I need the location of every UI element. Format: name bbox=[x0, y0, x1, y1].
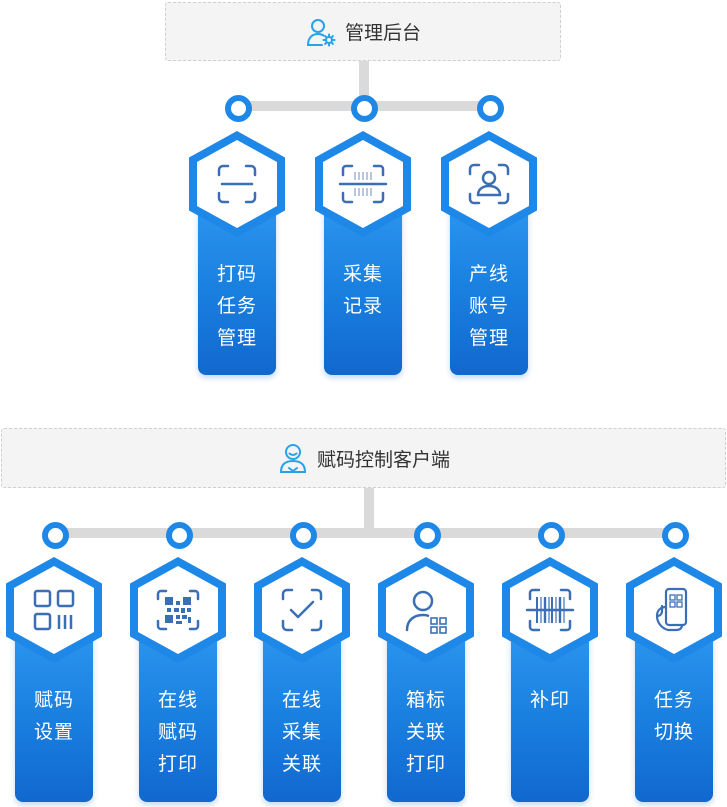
client-node-5 bbox=[538, 522, 565, 549]
card-label-line-1: 产线 bbox=[468, 263, 509, 285]
client-node-3 bbox=[290, 522, 317, 549]
card-label-line-2: 任务 bbox=[216, 295, 257, 317]
admin-node-3 bbox=[477, 95, 504, 122]
check-frame-icon bbox=[254, 557, 350, 663]
admin-node-2 bbox=[351, 95, 378, 122]
card-label-line-3: 管理 bbox=[468, 327, 509, 349]
card-label-line-2: 切换 bbox=[653, 721, 694, 743]
admin-node-1 bbox=[225, 95, 252, 122]
card-label-line-2: 关联 bbox=[405, 721, 446, 743]
client-header: 赋码控制客户端 bbox=[1, 428, 726, 488]
card-label-line-3: 管理 bbox=[216, 327, 257, 349]
card-label-line-2: 设置 bbox=[33, 721, 74, 743]
client-trunk bbox=[364, 488, 374, 534]
client-node-1 bbox=[42, 522, 69, 549]
admin-trunk bbox=[359, 61, 369, 107]
admin-title: 管理后台 bbox=[344, 22, 421, 44]
barcode-frame-icon bbox=[502, 557, 598, 663]
client-node-4 bbox=[414, 522, 441, 549]
card-label-line-2: 赋码 bbox=[157, 721, 198, 743]
card-label-line-2: 账号 bbox=[468, 295, 509, 317]
card-label-line-2: 记录 bbox=[342, 295, 383, 317]
client-title: 赋码控制客户端 bbox=[316, 448, 450, 471]
user-icon bbox=[277, 442, 309, 474]
card-label-line-1: 在线 bbox=[157, 689, 198, 711]
card-label-line-1: 任务 bbox=[653, 689, 694, 711]
card-label-line-3: 关联 bbox=[281, 753, 322, 775]
card-label-line-3: 打印 bbox=[405, 753, 446, 775]
scan-frame-icon bbox=[189, 131, 285, 237]
client-node-6 bbox=[662, 522, 689, 549]
barcode-scan-icon bbox=[315, 131, 411, 237]
card-label-line-2: 采集 bbox=[281, 721, 322, 743]
phone-hand-icon bbox=[626, 557, 722, 663]
admin-header: 管理后台 bbox=[165, 2, 561, 61]
card-label-line-1: 在线 bbox=[281, 689, 322, 711]
card-label-line-1: 箱标 bbox=[405, 689, 446, 711]
face-id-icon bbox=[441, 131, 537, 237]
card-label-line-1: 赋码 bbox=[33, 689, 74, 711]
card-label-line-1: 补印 bbox=[529, 689, 570, 711]
client-node-2 bbox=[166, 522, 193, 549]
card-label-line-3: 打印 bbox=[157, 753, 198, 775]
user-gear-icon bbox=[305, 16, 337, 48]
client-rail bbox=[54, 528, 674, 538]
card-label-line-1: 打码 bbox=[216, 263, 257, 285]
qr-scan-icon bbox=[130, 557, 226, 663]
user-qr-icon bbox=[378, 557, 474, 663]
card-label-line-1: 采集 bbox=[342, 263, 383, 285]
qr-grid-icon bbox=[6, 557, 102, 663]
